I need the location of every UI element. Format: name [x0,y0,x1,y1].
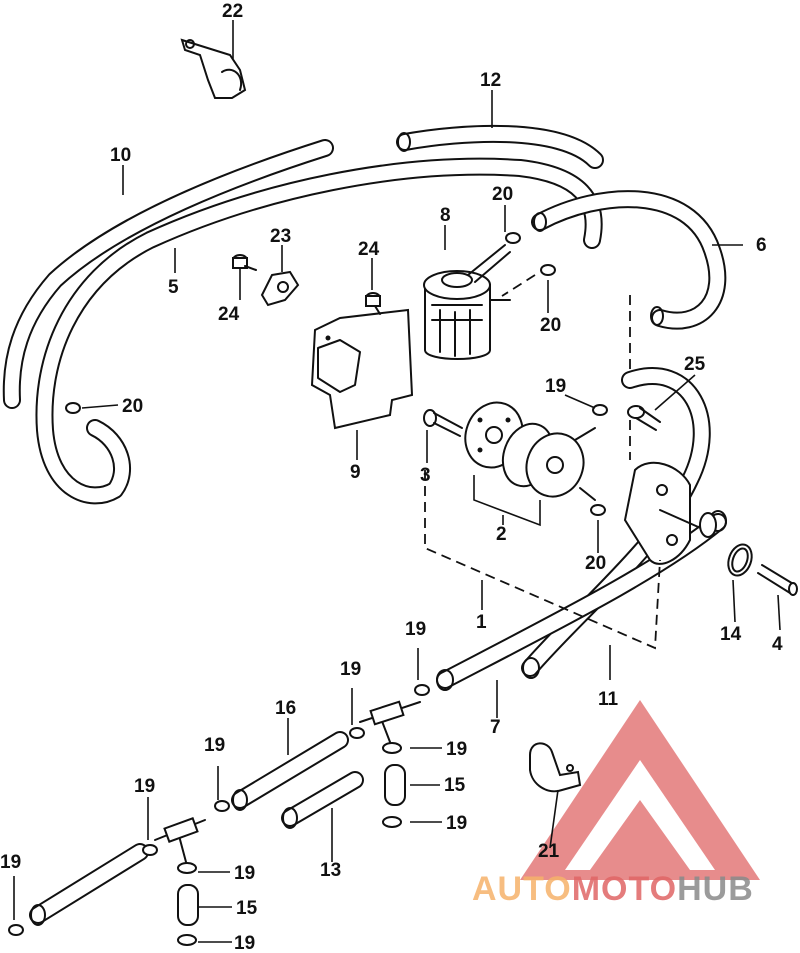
bolt-24-center [365,292,381,315]
callout-19-left: 19 [134,776,155,797]
clip-23 [260,270,300,307]
hose-15-lower [177,884,199,926]
callout-19-pump: 19 [545,376,566,397]
callout-20-left: 20 [122,396,143,417]
callout-22: 22 [222,1,243,22]
callout-19-mid-left: 19 [204,735,225,756]
callout-1: 1 [476,612,487,633]
callout-20-right: 20 [540,315,561,336]
callout-19-far-left: 19 [0,852,21,873]
callout-19-upper: 19 [405,619,426,640]
hose-10 [2,139,334,409]
fuel-pump-2 [464,401,596,501]
watermark-moto: MOTO [572,870,677,908]
callout-5: 5 [168,277,179,298]
watermark-hub: HUB [677,870,754,908]
callout-21: 21 [538,841,560,862]
watermark-text: AUTOMOTOHUB [472,870,754,908]
callout-15-lower: 15 [236,898,258,919]
callout-3: 3 [420,465,431,486]
hose-15-upper [384,764,406,806]
callout-7: 7 [490,717,501,738]
callout-2: 2 [496,524,507,545]
bolt-24-left [232,254,257,271]
callout-19-tee-upper: 19 [340,659,361,680]
callout-19-tee-right1: 19 [446,739,467,760]
pump-mount-flange [623,461,717,565]
callout-4: 4 [772,634,783,655]
hose-5 [35,157,603,505]
callout-11: 11 [598,689,619,710]
callout-10: 10 [110,145,131,166]
pin-4 [757,564,798,596]
hose-7 [436,510,727,691]
callout-13: 13 [320,860,341,881]
callout-19-lower2: 19 [234,933,255,953]
callout-8: 8 [440,205,451,226]
callout-20-top: 20 [492,184,513,205]
fuel-filter-8 [423,244,511,360]
watermark-auto: AUTO [472,870,572,908]
clamps [8,232,608,946]
callout-24-center: 24 [358,239,380,260]
callout-6: 6 [756,235,767,256]
dashed-assembly-lines [424,274,661,650]
callout-23: 23 [270,226,291,247]
callout-14: 14 [720,624,742,645]
watermark-logo [520,700,760,880]
callout-labels: 22 12 10 8 20 23 24 6 5 24 20 25 19 20 9… [0,1,783,953]
leader-lines [13,20,781,943]
callout-19-lower1: 19 [234,863,255,884]
callout-25: 25 [684,354,706,375]
callout-12: 12 [480,70,501,91]
screw-3 [423,409,463,437]
svg-text:AUTOMOTOHUB: AUTOMOTOHUB [472,870,754,908]
bracket-9 [310,308,414,430]
callout-20-bottom: 20 [585,553,606,574]
hose-16 [231,731,349,811]
hose-6 [531,190,727,330]
clip-21 [529,742,582,793]
bracket-22 [180,38,247,99]
tee-fitting-lower [154,817,206,863]
o-ring-14 [727,543,753,577]
callout-15-upper: 15 [444,775,466,796]
callout-16: 16 [275,698,296,719]
hose-lower-left [29,843,149,926]
hose-12 [396,124,604,169]
screw-25 [627,405,661,431]
hose-13 [281,771,364,829]
callout-19-tee-right2: 19 [446,813,467,834]
callout-24-left: 24 [218,304,240,325]
tee-fitting-upper [359,700,421,743]
callout-9: 9 [350,462,361,483]
